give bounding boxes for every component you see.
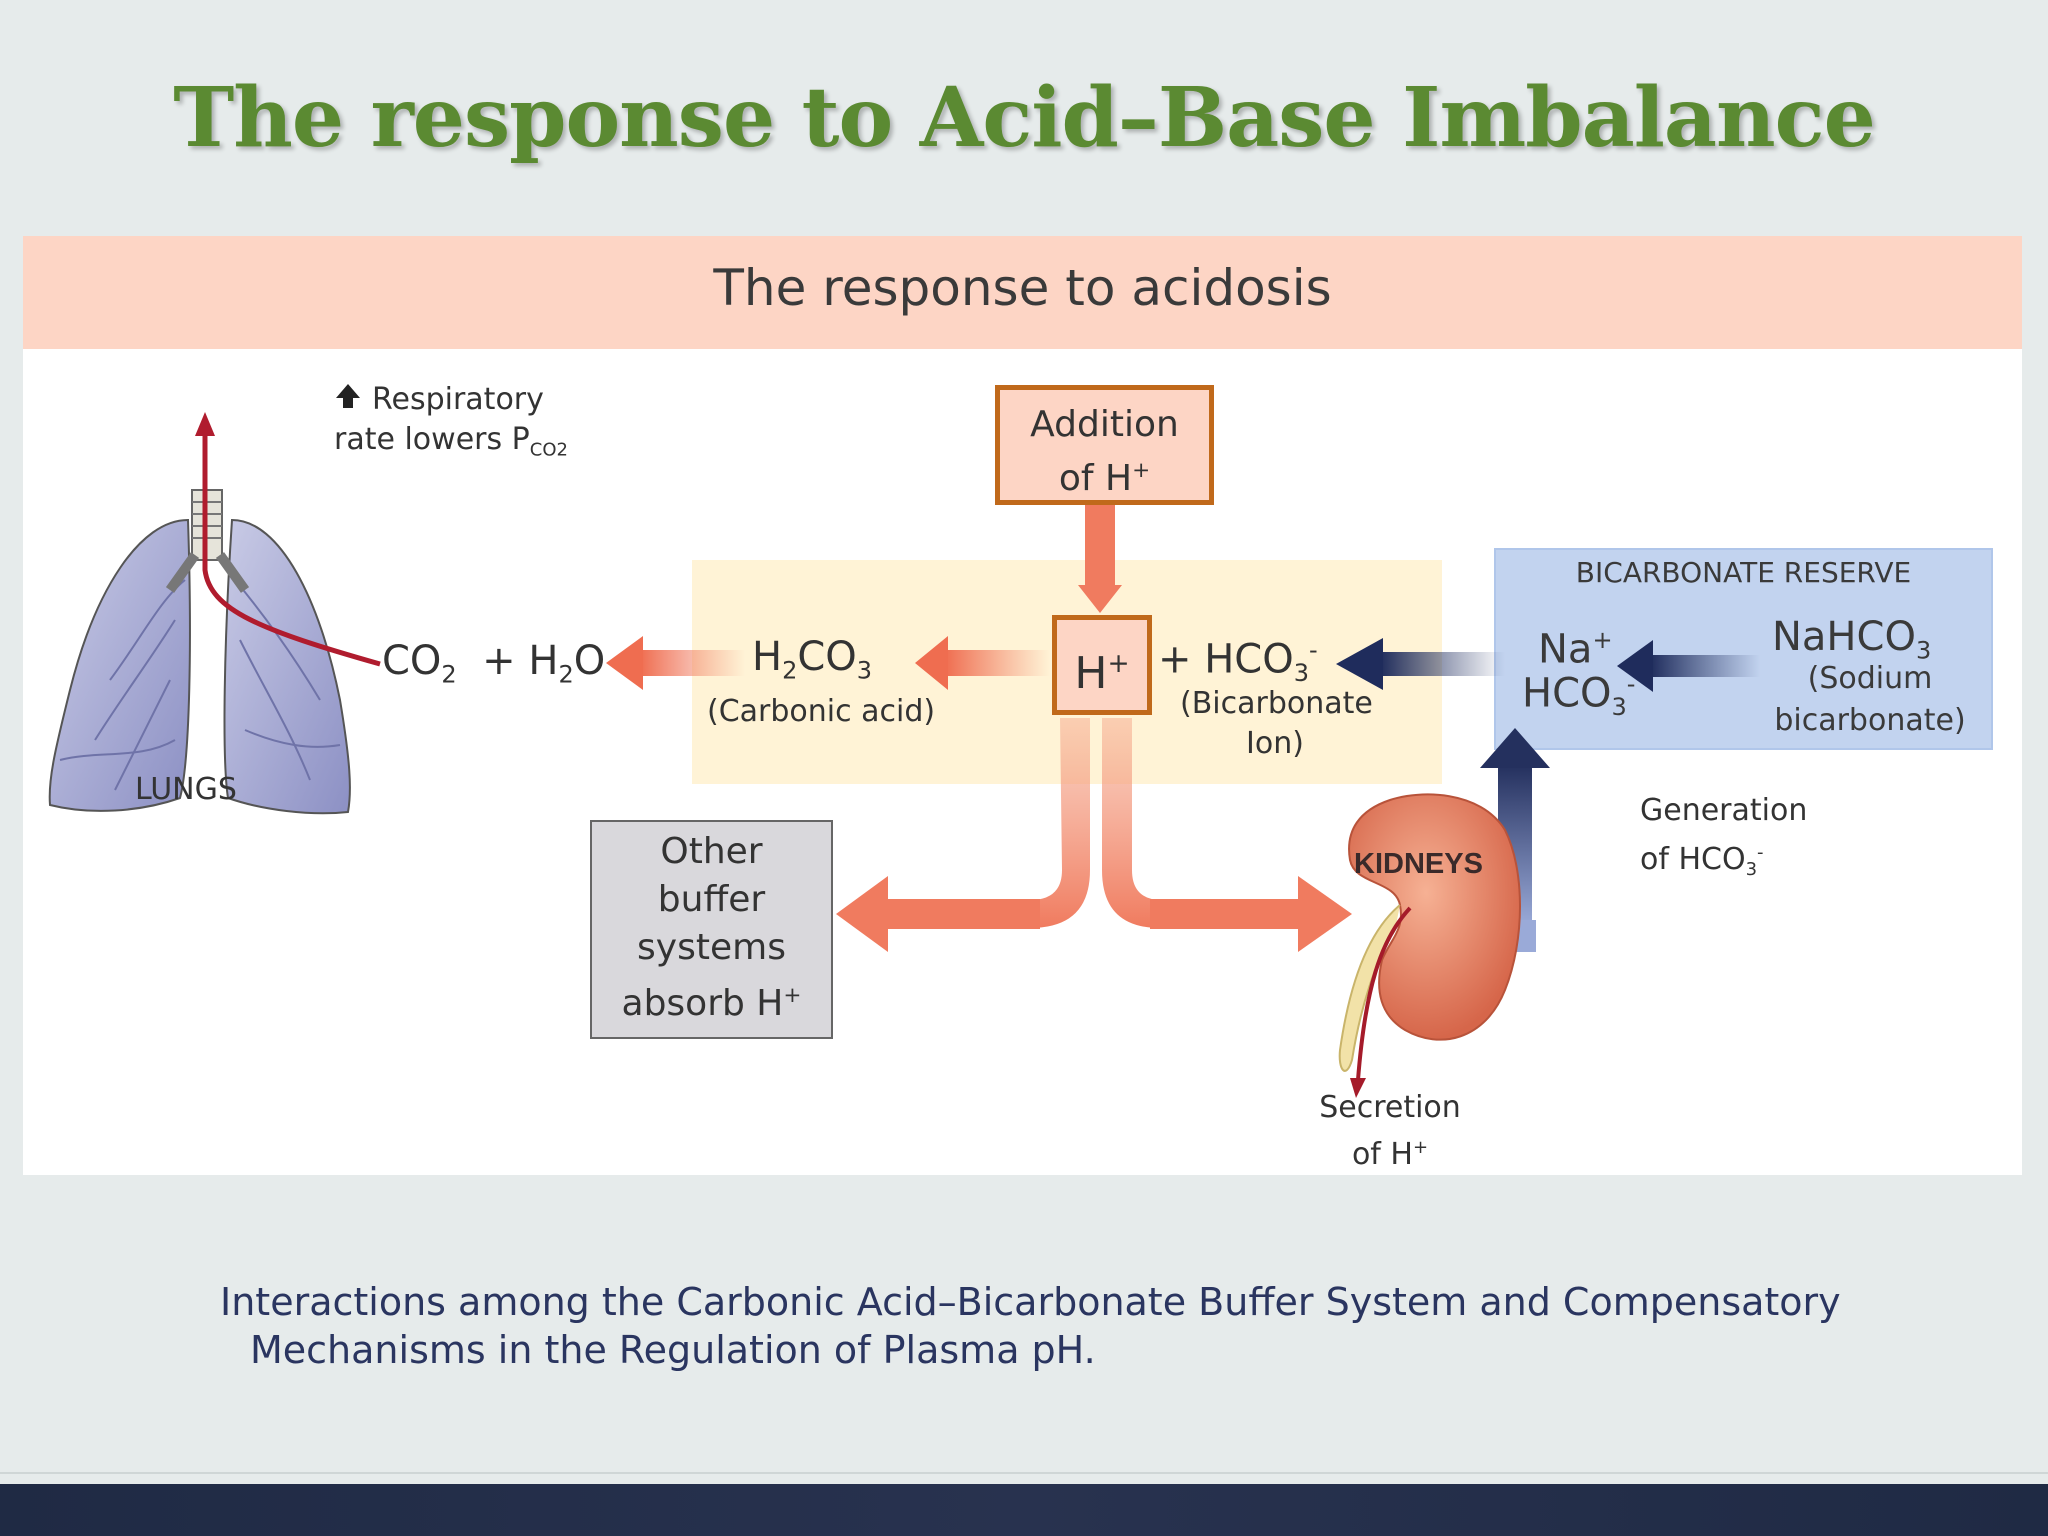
arrow-reserve-to-bicarbonate bbox=[1336, 638, 1505, 690]
sodium-bicarbonate-label: (Sodium bicarbonate) bbox=[1774, 661, 1966, 738]
generation-label: Generation of HCO3- bbox=[1640, 793, 1808, 881]
sodium-ion: Na+ bbox=[1538, 626, 1613, 673]
arrow-to-carbonic-acid bbox=[915, 636, 1050, 690]
co2-h2o-label: CO2 + H2O bbox=[382, 638, 606, 689]
slide-caption: Interactions among the Carbonic Acid–Bic… bbox=[220, 1278, 1920, 1374]
slide-title: The response to Acid–Base Imbalance bbox=[173, 70, 1876, 166]
reserve-bicarbonate: HCO3- bbox=[1522, 670, 1636, 721]
footer-bar bbox=[0, 1484, 2048, 1536]
bicarbonate-ion-label: (Bicarbonate Ion) bbox=[1180, 686, 1373, 761]
lungs-illustration bbox=[48, 412, 381, 815]
sodium-bicarbonate-formula: NaHCO3 bbox=[1772, 614, 1932, 665]
carbonic-acid-label: (Carbonic acid) bbox=[707, 694, 936, 729]
up-arrow-icon bbox=[336, 384, 360, 408]
reserve-title: BICARBONATE RESERVE bbox=[1575, 556, 1912, 589]
arrow-to-co2 bbox=[606, 636, 745, 690]
footer-divider bbox=[0, 1472, 2048, 1474]
respiratory-label-2: rate lowers PCO2 bbox=[334, 422, 568, 461]
bicarbonate-reserve-box bbox=[1494, 548, 1993, 750]
addition-arrow bbox=[1078, 505, 1122, 613]
split-arrows bbox=[836, 718, 1352, 952]
kidneys-label: KIDNEYS bbox=[1354, 848, 1483, 880]
caption-line-1: Interactions among the Carbonic Acid–Bic… bbox=[220, 1280, 1841, 1324]
respiratory-label: Respiratory bbox=[372, 380, 544, 420]
secretion-label: Secretion of H+ bbox=[1319, 1090, 1461, 1172]
carbonic-acid-formula: H2CO3 bbox=[752, 634, 873, 685]
hydrogen-ion-box: H+ bbox=[1052, 615, 1152, 715]
caption-line-2: Mechanisms in the Regulation of Plasma p… bbox=[250, 1328, 1096, 1372]
diagram-banner bbox=[23, 236, 2022, 349]
bicarbonate-formula: + HCO3- bbox=[1158, 636, 1318, 687]
addition-of-h-box: Addition of H+ bbox=[995, 385, 1214, 505]
respiratory-line1: Respiratory bbox=[372, 382, 544, 417]
diagram-heading: The response to acidosis bbox=[713, 259, 1332, 317]
lungs-label: LUNGS bbox=[135, 772, 237, 807]
kidney-illustration bbox=[1338, 793, 1521, 1098]
arrow-nahco3-to-hco3 bbox=[1617, 640, 1760, 692]
other-buffer-box: Other buffer systems absorb H+ bbox=[590, 820, 833, 1039]
